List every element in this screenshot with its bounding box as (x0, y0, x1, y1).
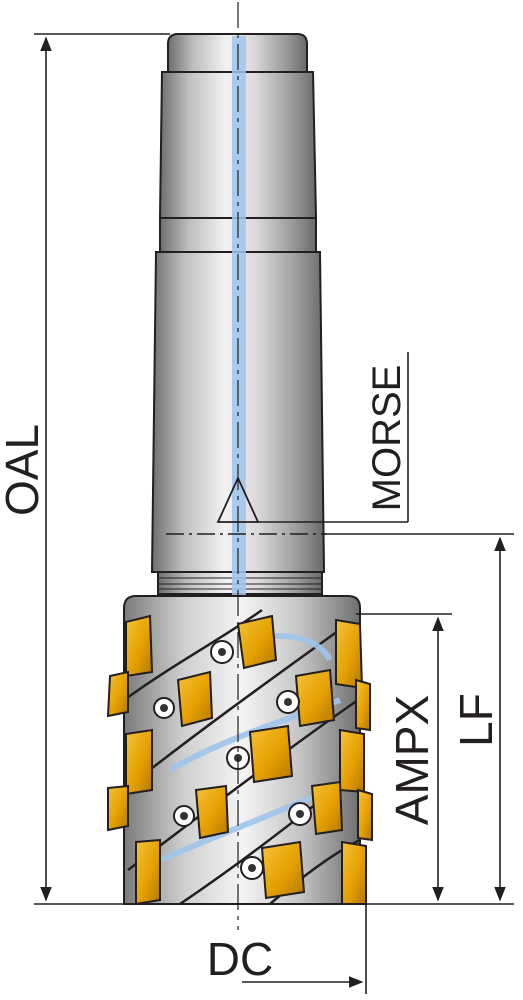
oal-label: OAL (0, 424, 48, 516)
insert (310, 780, 344, 836)
screw-sockets (160, 648, 304, 872)
insert (248, 724, 294, 784)
insert (294, 668, 336, 728)
insert (335, 618, 364, 690)
ampx-label: AMPX (386, 695, 438, 825)
insert-screws (153, 640, 312, 880)
inserts (106, 614, 373, 906)
insert (236, 614, 278, 670)
insert (125, 614, 154, 678)
dc-label: DC (207, 933, 273, 985)
gauge-triangle (216, 475, 260, 523)
insert (107, 784, 129, 832)
dimensions (34, 33, 514, 994)
insert (125, 728, 153, 796)
insert (339, 728, 365, 794)
insert (176, 670, 214, 728)
insert (341, 840, 367, 905)
insert (194, 784, 230, 840)
cutter-head (106, 595, 373, 906)
insert (106, 670, 129, 718)
morse-label: MORSE (365, 365, 409, 512)
lf-label: LF (450, 693, 502, 747)
insert (355, 678, 371, 732)
insert (135, 838, 161, 906)
insert (260, 840, 306, 900)
insert (357, 788, 373, 842)
